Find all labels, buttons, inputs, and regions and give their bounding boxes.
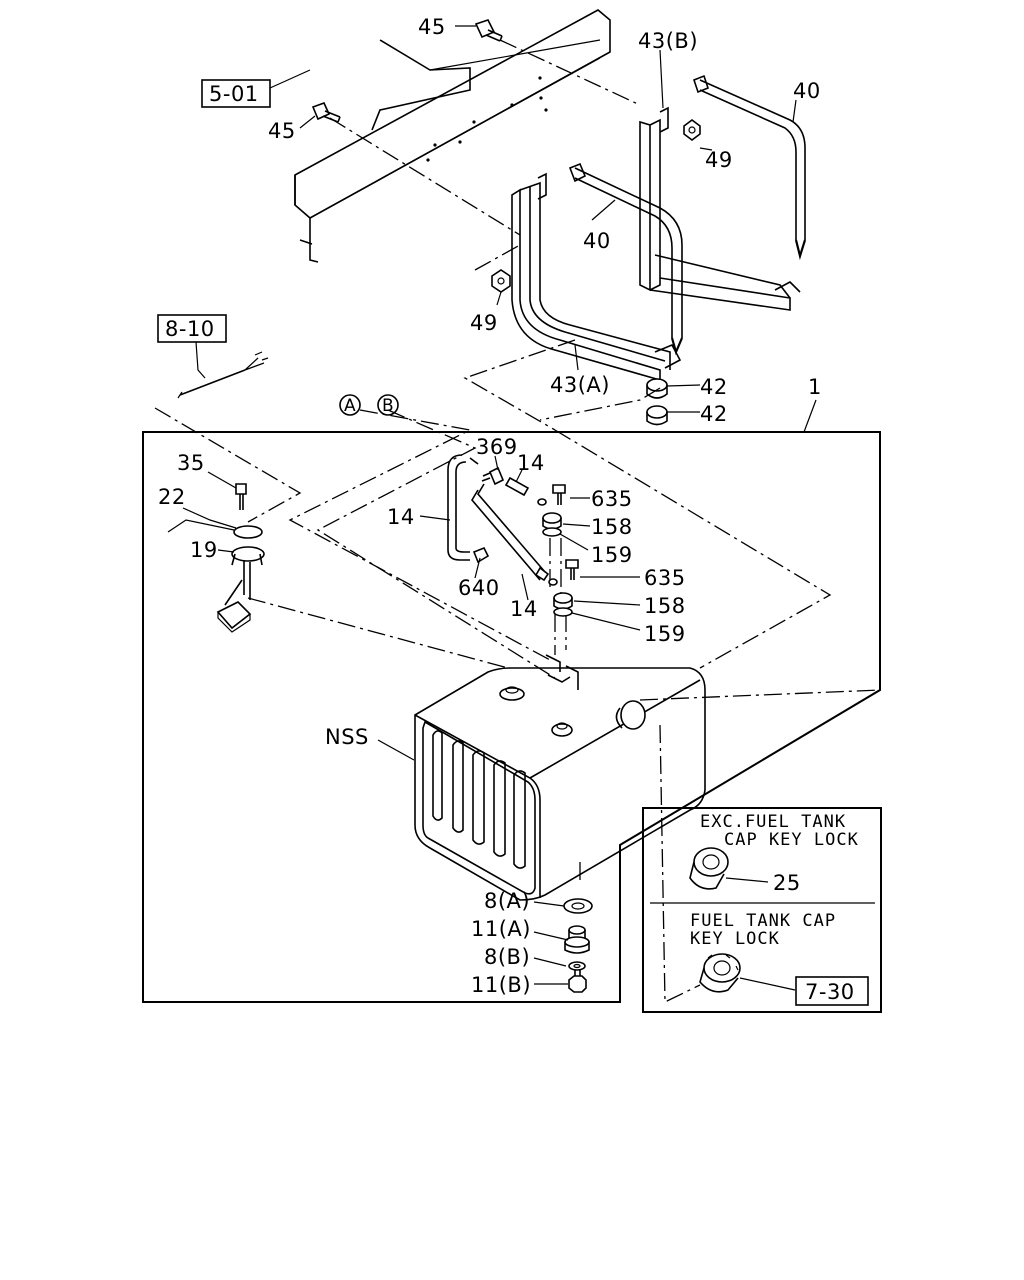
callout-43b: 43(B) <box>638 29 698 53</box>
note-key-line2: KEY LOCK <box>690 929 780 949</box>
callout-19: 19 <box>190 538 218 562</box>
ref-7-30-label: 7-30 <box>805 980 855 1004</box>
frame-rail <box>294 9 611 263</box>
callout-158-upper: 158 <box>591 515 633 539</box>
hoses <box>447 454 550 582</box>
ref-8-10-label: 8-10 <box>165 317 215 341</box>
callout-635-lower: 635 <box>644 566 686 590</box>
bracket-43b <box>639 106 801 311</box>
tank-ribs <box>432 730 526 869</box>
marker-b: B <box>377 394 399 416</box>
callout-1: 1 <box>808 375 822 399</box>
callout-8b: 8(B) <box>484 945 530 969</box>
marker-b-label: B <box>382 396 394 416</box>
marker-a-label: A <box>344 396 356 416</box>
ref-5-01-label: 5-01 <box>209 82 259 106</box>
callout-8a: 8(A) <box>484 889 530 913</box>
callout-640: 640 <box>458 576 500 600</box>
callout-40-mid: 40 <box>583 229 611 253</box>
callout-159-lower: 159 <box>644 622 686 646</box>
nut-42-upper <box>646 378 668 399</box>
bolt-45-top <box>474 19 503 42</box>
callout-49-left: 49 <box>470 311 498 335</box>
callout-nss: NSS <box>325 725 369 749</box>
fuel-cap-key-lock <box>699 953 741 993</box>
callout-11a: 11(A) <box>471 917 531 941</box>
fuel-cap-25 <box>689 847 729 890</box>
callout-14-left: 14 <box>387 505 415 529</box>
nut-49-top <box>683 119 701 141</box>
bolt-45-left <box>311 101 341 123</box>
callout-35: 35 <box>177 451 205 475</box>
strap-40-mid <box>568 162 684 356</box>
fuel-tank <box>414 654 706 901</box>
nut-49-left <box>491 269 511 293</box>
assembly-lines <box>154 39 881 1004</box>
callout-labels: 45 45 43(B) 40 49 40 49 43(A) 42 42 1 36… <box>158 15 822 997</box>
callout-635-upper: 635 <box>591 487 633 511</box>
nut-42-lower <box>646 405 668 426</box>
strap-40-right <box>693 74 807 261</box>
leader-lines <box>167 25 817 991</box>
callout-158-lower: 158 <box>644 594 686 618</box>
sender-unit <box>216 483 265 633</box>
marker-a: A <box>339 394 361 416</box>
fittings <box>537 484 593 993</box>
callout-14-bottom: 14 <box>510 597 538 621</box>
ref-5-01: 5-01 <box>201 79 271 108</box>
wire-harness <box>177 351 269 399</box>
callout-45-top: 45 <box>418 15 446 39</box>
callout-22: 22 <box>158 485 186 509</box>
cap-options-box <box>642 807 882 1013</box>
option-notes: EXC.FUEL TANK CAP KEY LOCK FUEL TANK CAP… <box>690 812 859 949</box>
ref-8-10: 8-10 <box>157 314 227 343</box>
callout-42-upper: 42 <box>700 375 728 399</box>
callout-40-right: 40 <box>793 79 821 103</box>
callout-369: 369 <box>476 435 518 459</box>
callout-43a: 43(A) <box>550 373 610 397</box>
note-key-line1: FUEL TANK CAP <box>690 911 836 931</box>
callout-25: 25 <box>773 871 801 895</box>
callout-11b: 11(B) <box>471 973 531 997</box>
callout-42-lower: 42 <box>700 402 728 426</box>
callout-159-upper: 159 <box>591 543 633 567</box>
note-exc-line1: EXC.FUEL TANK <box>700 812 846 832</box>
callout-45-left: 45 <box>268 119 296 143</box>
callout-14-top: 14 <box>517 451 545 475</box>
callout-49-top: 49 <box>705 148 733 172</box>
note-exc-line2: CAP KEY LOCK <box>724 830 859 850</box>
ref-7-30: 7-30 <box>795 976 869 1006</box>
assembly-box-1 <box>142 431 881 1003</box>
